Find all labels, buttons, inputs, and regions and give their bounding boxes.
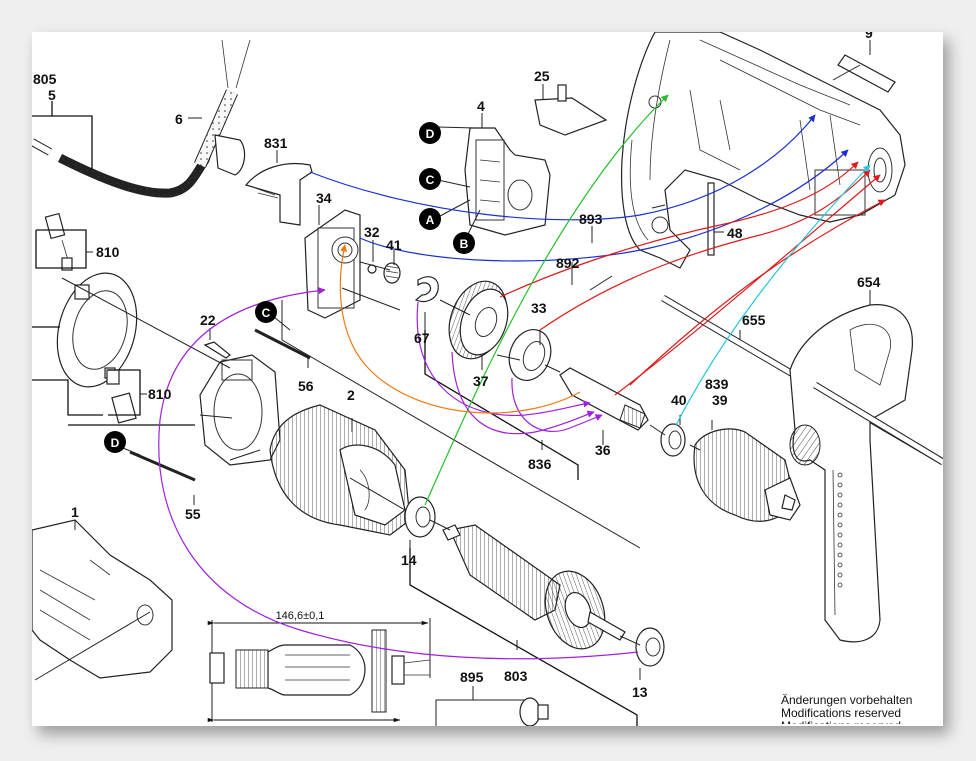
label-4: 4 [477,98,485,114]
lead-wire-d [129,450,196,482]
label-831: 831 [264,135,288,151]
field-stator-2 [269,404,411,536]
label-810-top: 810 [96,244,120,260]
svg-text:A: A [426,213,435,227]
label-6: 6 [175,111,183,127]
gear-37 [448,280,509,360]
label-810-bottom: 810 [148,386,172,402]
label-654: 654 [857,274,881,290]
label-plate [832,40,896,93]
washer-40 [660,423,686,457]
cover-831 [244,162,313,226]
grease-tube-895 [435,697,549,726]
bearing-33 [508,329,552,381]
svg-text:D: D [426,127,435,141]
motor-housing [621,32,906,269]
bearing-13 [635,627,665,667]
spindle-36 [559,367,649,431]
armature-dimension-drawing [207,618,431,723]
label-893: 893 [579,211,603,227]
label-892: 892 [556,255,580,271]
label-67: 67 [414,330,430,346]
label-655: 655 [742,312,766,328]
label-48: 48 [727,225,743,241]
notice-line-de: Änderungen vorbehalten [781,693,913,707]
label-9: 9 [865,25,873,41]
spring-41 [383,262,401,284]
label-32: 32 [364,224,380,240]
aux-handle-654 [661,294,943,643]
notice-line-en: Modifications reserved [781,706,902,720]
screw-22 [203,341,231,359]
part-labels: 805 5 6 831 4 25 9 34 32 41 893 892 48 8… [33,25,881,700]
svg-text:B: B [460,237,469,251]
label-25: 25 [534,68,550,84]
label-839: 839 [705,376,729,392]
lead-wire-c [254,328,311,360]
svg-text:D: D [111,436,120,450]
label-40: 40 [671,392,687,408]
bearing-14 [404,496,436,538]
switch-4 [464,127,551,236]
label-13: 13 [632,684,648,700]
label-56: 56 [298,378,314,394]
circlip-67 [414,276,439,303]
callout-lead-d: D [104,431,126,453]
chuck-39 [693,428,801,522]
callout-lead-c: C [255,301,277,323]
slider-25 [534,84,608,136]
label-39: 39 [712,392,728,408]
label-805: 805 [33,71,57,87]
label-836: 836 [528,456,552,472]
wiring-lines [158,94,886,660]
power-cable [32,39,251,198]
svg-text:C: C [426,173,435,187]
callout-switch-d: D [419,122,441,144]
modifications-notice: Änderungen vorbehalten Modifications res… [781,693,941,725]
callout-switch-a: A [419,208,441,230]
callout-switch-b: B [453,232,475,254]
label-5: 5 [48,87,56,103]
svg-text:C: C [262,306,271,320]
label-55: 55 [185,506,201,522]
notice-line-cut: Modifications reserved [781,720,941,724]
label-33: 33 [531,300,547,316]
label-1: 1 [71,504,79,520]
brush-holder-810-top [44,212,73,271]
armature-803 [442,524,626,650]
brush-plate-34 [304,209,361,319]
housing-half-1 [32,519,173,679]
label-41: 41 [386,237,402,253]
dimension-armature-length: 146,6±0,1 [276,610,325,622]
label-37: 37 [473,373,489,389]
pin-48 [707,182,715,256]
label-36: 36 [595,442,611,458]
label-34: 34 [316,190,332,206]
label-22: 22 [200,312,216,328]
label-14: 14 [401,552,417,568]
callout-switch-c: C [419,168,441,190]
label-2: 2 [347,387,355,403]
label-803: 803 [504,668,528,684]
label-895: 895 [460,669,484,685]
brush-holder-frame [199,354,281,466]
end-shield [56,272,138,388]
